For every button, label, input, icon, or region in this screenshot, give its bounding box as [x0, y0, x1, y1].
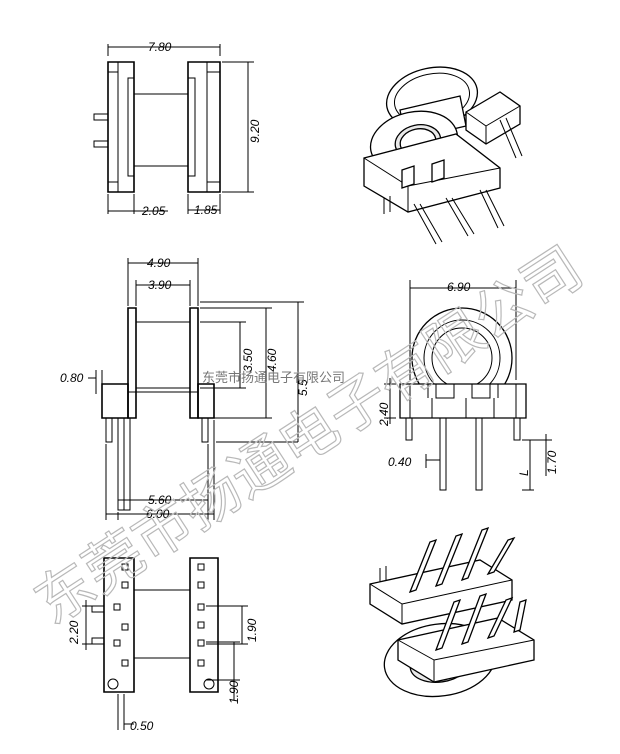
dim-side-pin-offset: 0.80 — [60, 371, 84, 385]
dim-right-flange: 1.85 — [194, 203, 218, 217]
dim-front-pin-length-label: L — [517, 469, 531, 476]
dim-top-height: 9.20 — [248, 119, 262, 143]
iso-view-top — [363, 66, 523, 245]
dim-side-height: 5.5 — [296, 379, 310, 396]
dim-side-pin-span-outer: 6.00 — [146, 507, 170, 521]
dim-front-base-height: 2.40 — [377, 402, 391, 427]
dim-front-pin-length: 1.70 — [545, 450, 559, 474]
dim-bottom-pitch-c: 1.90 — [227, 680, 241, 704]
pad-group-left — [113, 563, 129, 667]
dim-side-dia-large: 4.60 — [265, 348, 279, 372]
iso-view-bottom — [369, 526, 535, 698]
dim-side-dia-small: 3.50 — [241, 348, 255, 372]
dim-bottom-pitch-a: 2.20 — [67, 620, 81, 645]
front-view: 6.90 2.40 0.40 L 1.70 — [377, 280, 559, 491]
dim-bottom-pin-dia: 0.50 — [130, 719, 154, 733]
dim-bottom-pitch-b: 1.90 — [245, 618, 259, 642]
dim-front-pin-width: 0.40 — [388, 455, 412, 469]
dim-side-inner: 3.90 — [148, 278, 172, 292]
dim-side-outer: 4.90 — [147, 256, 171, 270]
watermark-large: 东莞市扬通电子有限公司 — [23, 233, 595, 638]
dim-front-width: 6.90 — [447, 280, 471, 294]
side-view: 4.90 3.90 3.50 4.60 5.5 0.80 5.60 6.00 — [60, 256, 310, 521]
pad-group-right — [197, 563, 205, 667]
top-view: 7.80 9.20 2.05 1.85 — [93, 40, 262, 218]
dim-left-flange: 2.05 — [141, 204, 166, 218]
dim-side-pin-span-inner: 5.60 — [148, 493, 172, 507]
dim-top-width: 7.80 — [148, 40, 172, 54]
bottom-view: 2.20 1.90 1.90 0.50 — [67, 557, 259, 733]
watermark-small: 东莞市扬通电子有限公司 — [202, 370, 345, 386]
